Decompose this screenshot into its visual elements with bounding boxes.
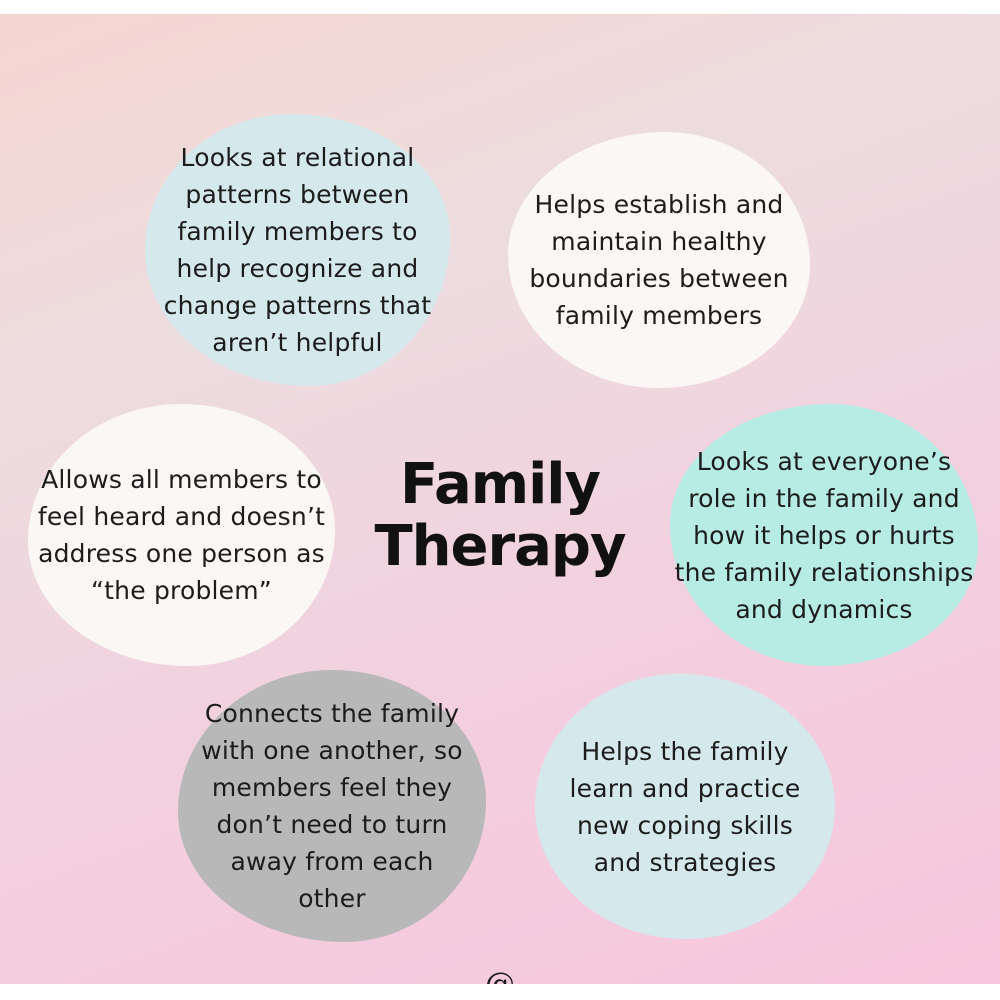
- bubble-text: Looks at relational patterns between fam…: [163, 143, 432, 357]
- bubble-text: Helps establish and maintain healthy bou…: [529, 190, 789, 330]
- bubble-boundaries: Helps establish and maintain healthy bou…: [508, 132, 810, 388]
- bubble-relational-patterns: Looks at relational patterns between fam…: [145, 114, 450, 386]
- bubble-connects: Connects the family with one another, so…: [178, 670, 486, 942]
- footer-handle: @: [0, 970, 1000, 985]
- bubble-text: Looks at everyone’s role in the family a…: [674, 446, 974, 624]
- bubble-feel-heard: Allows all members to feel heard and doe…: [28, 404, 335, 666]
- bubble-coping-skills: Helps the family learn and practice new …: [535, 674, 835, 939]
- infographic-canvas: Looks at relational patterns between fam…: [0, 14, 1000, 984]
- bubble-text: Allows all members to feel heard and doe…: [37, 465, 326, 605]
- bubble-roles: Looks at everyone’s role in the family a…: [670, 404, 978, 666]
- page-title: Family Therapy: [374, 452, 626, 579]
- bubble-text: Helps the family learn and practice new …: [569, 736, 801, 877]
- bubble-text: Connects the family with one another, so…: [201, 699, 463, 913]
